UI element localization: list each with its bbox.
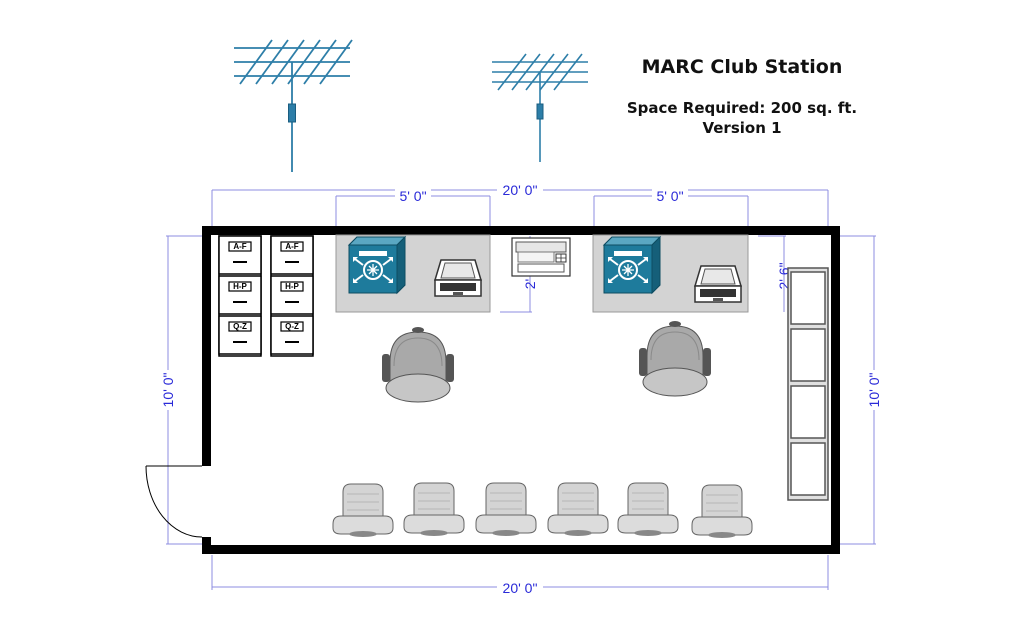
dimension-top-overall: 20' 0" <box>503 182 538 198</box>
radio-transceiver-left <box>348 236 406 294</box>
shelving-unit <box>787 267 829 501</box>
cabinet-label: Q-Z <box>285 322 299 331</box>
radio-transceiver-right <box>603 236 661 294</box>
yagi-antenna-right <box>491 53 589 163</box>
dimension-desk-left-width: 5' 0" <box>399 188 426 204</box>
guest-chair <box>475 482 537 537</box>
version-label: Version 1 <box>702 119 782 137</box>
door <box>145 465 203 538</box>
dimension-desk-depth: 2' <box>522 279 538 289</box>
guest-chair <box>617 482 679 537</box>
yagi-antenna-left <box>233 39 353 173</box>
dimension-desk-right-width: 5' 0" <box>656 188 683 204</box>
room-walls <box>202 226 840 554</box>
cabinet-label: H-P <box>233 282 247 291</box>
guest-chair <box>332 483 394 538</box>
filing-cabinet-right: A-F H-P Q-Z <box>270 235 314 357</box>
page-title: MARC Club Station <box>641 56 843 78</box>
guest-chair <box>691 484 753 539</box>
office-chair <box>638 320 712 397</box>
laptop-right <box>694 265 742 303</box>
dimension-left-height: 10' 0" <box>160 373 176 408</box>
dimension-right-height: 10' 0" <box>866 373 882 408</box>
cabinet-label: H-P <box>285 282 299 291</box>
cabinet-label: A-F <box>233 242 246 251</box>
printer <box>511 237 571 277</box>
guest-chair <box>403 482 465 537</box>
dimension-bottom-overall: 20' 0" <box>503 580 538 596</box>
office-chair <box>381 326 455 403</box>
space-required-label: Space Required: 200 sq. ft. <box>626 99 858 117</box>
guest-chair <box>547 482 609 537</box>
cabinet-label: Q-Z <box>233 322 247 331</box>
cabinet-label: A-F <box>285 242 298 251</box>
filing-cabinet-left: A-F H-P Q-Z <box>218 235 262 357</box>
laptop-left <box>434 259 482 297</box>
